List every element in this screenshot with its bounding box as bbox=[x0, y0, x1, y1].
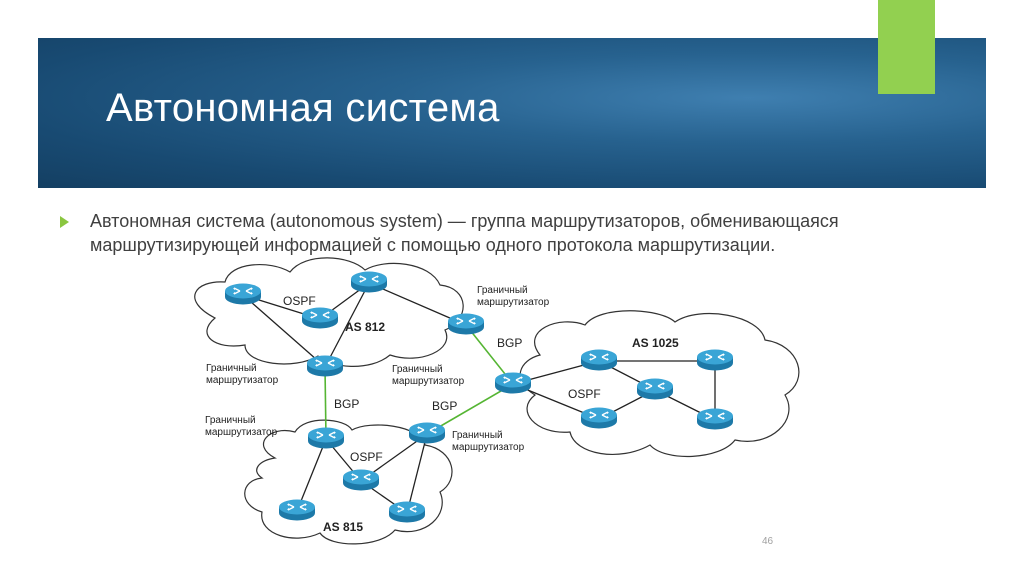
bgp-label: BGP bbox=[432, 399, 457, 413]
bgp-label: BGP bbox=[334, 397, 359, 411]
router-icon bbox=[301, 307, 339, 329]
as1025-label: AS 1025 bbox=[632, 336, 679, 350]
as815-protocol-label: OSPF bbox=[350, 450, 383, 464]
router-icon bbox=[580, 407, 618, 429]
bullet-arrow-icon bbox=[60, 216, 69, 228]
router-icon bbox=[388, 501, 426, 523]
as812-label: AS 812 bbox=[345, 320, 385, 334]
bullet-text: Автономная система (autonomous system) —… bbox=[90, 211, 839, 255]
accent-tab bbox=[878, 0, 935, 94]
router-icon bbox=[278, 499, 316, 521]
slide-title: Автономная система bbox=[106, 86, 500, 130]
border-router-icon bbox=[494, 372, 532, 394]
router-icon bbox=[342, 469, 380, 491]
router-icon bbox=[580, 349, 618, 371]
as812-protocol-label: OSPF bbox=[283, 294, 316, 308]
router-icon bbox=[696, 408, 734, 430]
bgp-label: BGP bbox=[497, 336, 522, 350]
router-icon bbox=[696, 349, 734, 371]
border-router-icon bbox=[447, 313, 485, 335]
as1025-protocol-label: OSPF bbox=[568, 387, 601, 401]
title-banner bbox=[38, 38, 986, 188]
border-router-icon bbox=[408, 422, 446, 444]
border-router-icon bbox=[307, 427, 345, 449]
router-icon bbox=[350, 271, 388, 293]
border-router-icon bbox=[306, 355, 344, 377]
router-icon bbox=[636, 378, 674, 400]
as815-label: AS 815 bbox=[323, 520, 363, 534]
page-number: 46 bbox=[762, 536, 774, 547]
router-icon bbox=[224, 283, 262, 305]
